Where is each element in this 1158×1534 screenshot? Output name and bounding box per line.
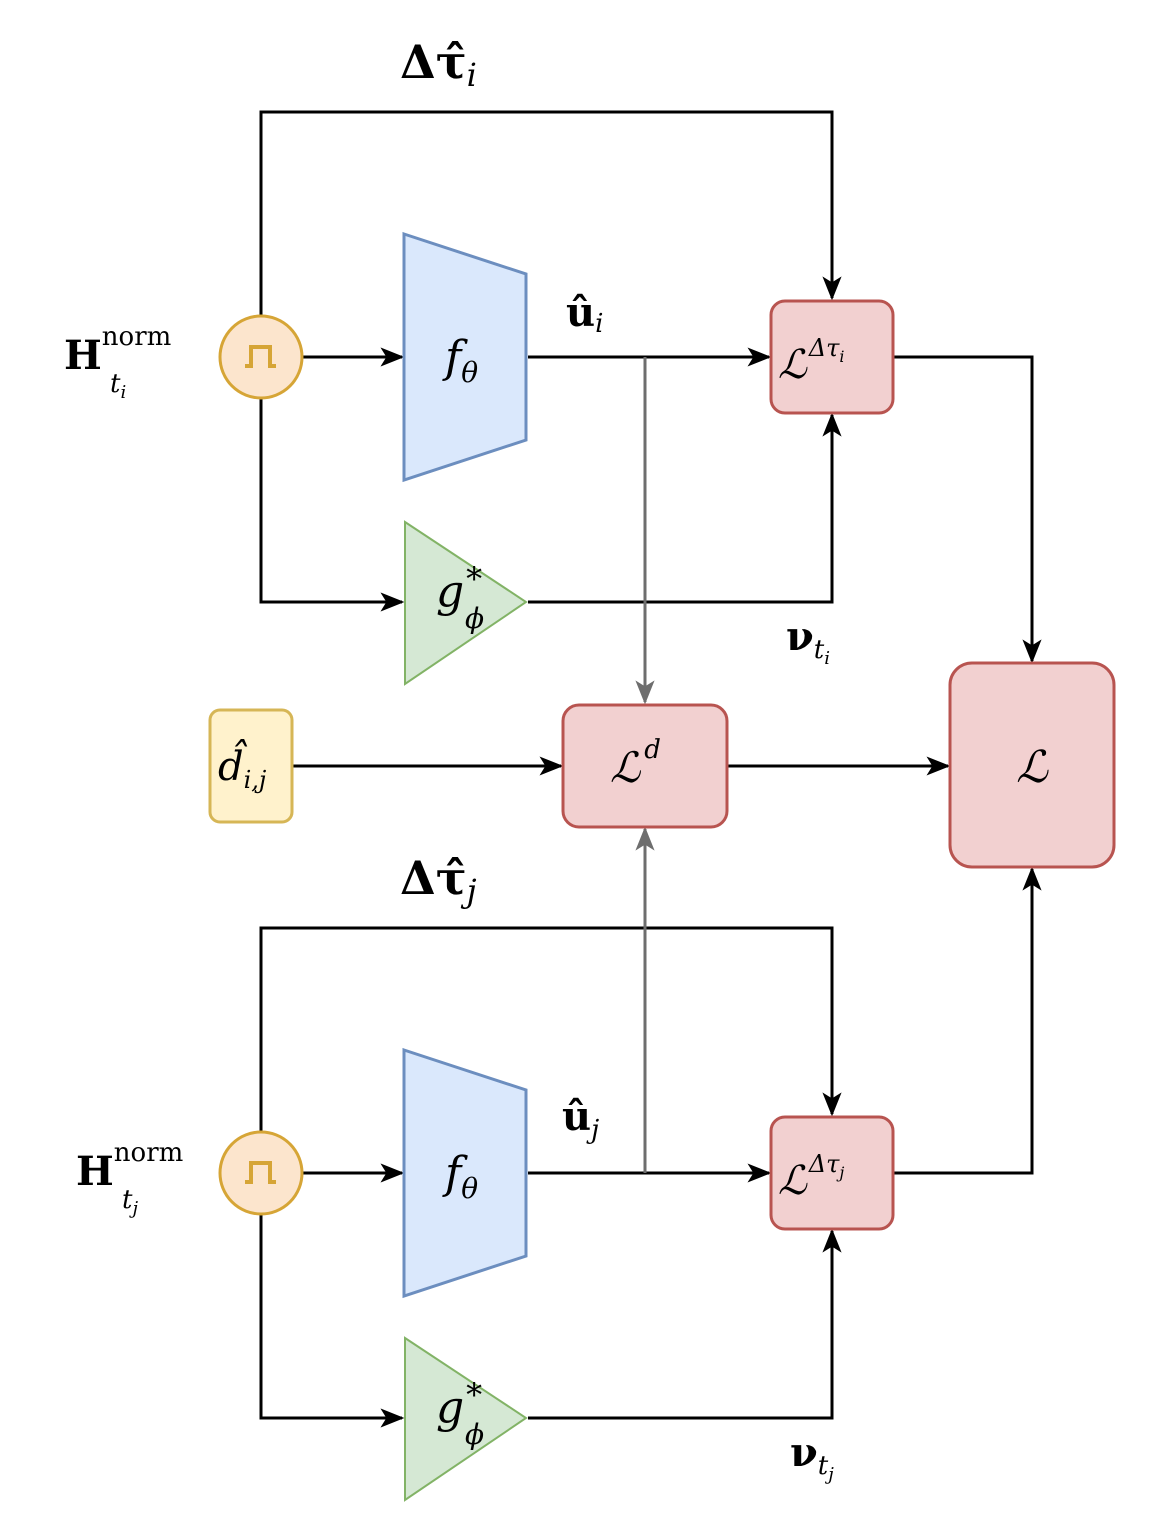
edge-loss-j-to-total (894, 866, 1042, 1175)
nu-i-label: νti (786, 613, 830, 669)
edges-middle (293, 357, 951, 1173)
branch-j: Δτ̂j Hnorm tj fθ g* ϕ û (76, 851, 895, 1502)
input-j-label: Hnorm (76, 1138, 183, 1195)
loss-total-label: ℒ (1016, 742, 1049, 793)
pulse-icon (245, 345, 276, 368)
head-j: g* ϕ (404, 1336, 528, 1502)
head-i-sub: ϕ (465, 602, 484, 635)
input-i-label: Hnorm (64, 322, 171, 379)
u-hat-i-label: ûi (566, 289, 603, 339)
loss-tau-i-label: ℒΔτi (778, 334, 845, 388)
loss-tau-j: ℒΔτj (769, 1115, 895, 1231)
pulse-icon (245, 1161, 276, 1184)
distance-node: d̂i,j (208, 708, 294, 824)
delta-tau-i-label: Δτ̂i (400, 35, 477, 94)
edge-norm-i-to-head-i (259, 398, 405, 612)
edge-head-i-to-loss-i (528, 412, 842, 604)
head-j-label: g* (436, 1376, 482, 1433)
edge-norm-j-to-head-j (259, 1214, 405, 1428)
normalizer-j (218, 1130, 304, 1216)
branch-i: Δτ̂i Hnorm ti fθ g* ϕ (64, 35, 895, 686)
edge-norm-i-to-loss-i-top (259, 110, 842, 316)
encoder-i-label: fθ (442, 332, 478, 389)
head-i: g* ϕ (404, 520, 528, 686)
edges-branch-i (259, 110, 1042, 664)
delta-tau-j-label: Δτ̂j (400, 851, 477, 910)
input-j-sub: tj (122, 1185, 138, 1219)
edge-loss-i-to-total (894, 355, 1042, 664)
head-i-label: g* (436, 560, 482, 617)
input-i-sub: ti (110, 369, 126, 403)
distance-label: d̂i,j (218, 740, 267, 794)
edge-head-j-to-loss-j (528, 1228, 842, 1420)
edge-norm-j-to-loss-j-top (259, 926, 842, 1132)
encoder-i: fθ (402, 231, 528, 483)
loss-tau-i: ℒΔτi (769, 299, 895, 415)
head-j-sub: ϕ (465, 1418, 484, 1451)
normalizer-i (218, 314, 304, 400)
loss-total: ℒ (948, 661, 1116, 869)
encoder-j: fθ (402, 1047, 528, 1299)
edges-branch-j (259, 866, 1042, 1428)
nu-j-label: νtj (790, 1429, 834, 1485)
u-hat-j-label: ûj (562, 1093, 599, 1145)
loss-tau-j-label: ℒΔτj (778, 1150, 844, 1204)
